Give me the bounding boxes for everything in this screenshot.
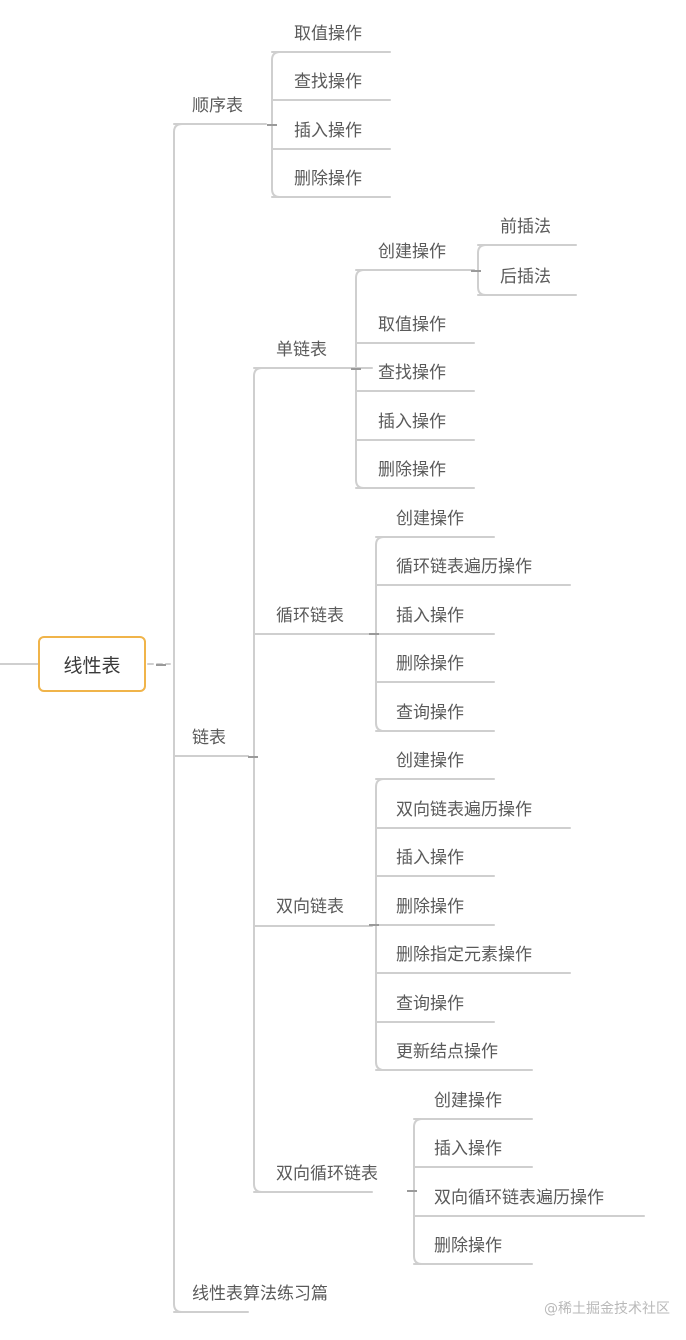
doubly-update-node-op[interactable]: 更新结点操作 bbox=[396, 1042, 498, 1062]
singly-get-op[interactable]: 取值操作 bbox=[378, 315, 446, 335]
sequential-delete-op[interactable]: 删除操作 bbox=[294, 169, 362, 189]
circular-query-op[interactable]: 查询操作 bbox=[396, 703, 464, 723]
singly-tail-insert[interactable]: 后插法 bbox=[500, 267, 551, 287]
doubly-delete-element-op[interactable]: 删除指定元素操作 bbox=[396, 945, 532, 965]
doubly-circular-insert-op[interactable]: 插入操作 bbox=[434, 1139, 502, 1159]
linked-list-collapse-toggle[interactable] bbox=[248, 756, 258, 758]
singly-head-insert[interactable]: 前插法 bbox=[500, 217, 551, 237]
watermark: @稀土掘金技术社区 bbox=[544, 1301, 670, 1317]
sequential-get-op[interactable]: 取值操作 bbox=[294, 24, 362, 44]
doubly-query-op[interactable]: 查询操作 bbox=[396, 994, 464, 1014]
singly-delete-op[interactable]: 删除操作 bbox=[378, 460, 446, 480]
circular-insert-op[interactable]: 插入操作 bbox=[396, 606, 464, 626]
singly-create-op[interactable]: 创建操作 bbox=[378, 242, 446, 262]
branch-linked-list[interactable]: 链表 bbox=[192, 728, 226, 748]
branch-circular-linked-list[interactable]: 循环链表 bbox=[276, 606, 344, 626]
singly-insert-op[interactable]: 插入操作 bbox=[378, 412, 446, 432]
root-node[interactable]: 线性表 bbox=[38, 636, 146, 692]
branch-doubly-linked-list[interactable]: 双向链表 bbox=[276, 897, 344, 917]
sequential-insert-op[interactable]: 插入操作 bbox=[294, 121, 362, 141]
singly-find-op[interactable]: 查找操作 bbox=[378, 363, 446, 383]
doubly-collapse-toggle[interactable] bbox=[369, 924, 379, 926]
doubly-traverse-op[interactable]: 双向链表遍历操作 bbox=[396, 800, 532, 820]
branch-singly-linked-list[interactable]: 单链表 bbox=[276, 340, 327, 360]
sequential-find-op[interactable]: 查找操作 bbox=[294, 72, 362, 92]
circular-collapse-toggle[interactable] bbox=[369, 633, 379, 635]
branch-doubly-circular-linked-list[interactable]: 双向循环链表 bbox=[276, 1164, 378, 1184]
circular-delete-op[interactable]: 删除操作 bbox=[396, 654, 464, 674]
root-collapse-toggle[interactable] bbox=[156, 664, 166, 666]
circular-traverse-op[interactable]: 循环链表遍历操作 bbox=[396, 557, 532, 577]
doubly-delete-op[interactable]: 删除操作 bbox=[396, 897, 464, 917]
doubly-circular-traverse-op[interactable]: 双向循环链表遍历操作 bbox=[434, 1188, 604, 1208]
doubly-circular-create-op[interactable]: 创建操作 bbox=[434, 1091, 502, 1111]
root-label: 线性表 bbox=[63, 654, 121, 677]
singly-create-collapse-toggle[interactable] bbox=[471, 270, 481, 272]
sequential-collapse-toggle[interactable] bbox=[267, 124, 277, 126]
doubly-insert-op[interactable]: 插入操作 bbox=[396, 848, 464, 868]
singly-collapse-toggle[interactable] bbox=[351, 368, 361, 370]
doubly-circular-delete-op[interactable]: 删除操作 bbox=[434, 1236, 502, 1256]
doubly-create-op[interactable]: 创建操作 bbox=[396, 751, 464, 771]
branch-sequential-list[interactable]: 顺序表 bbox=[192, 96, 243, 116]
doubly-circular-collapse-toggle[interactable] bbox=[407, 1190, 417, 1192]
circular-create-op[interactable]: 创建操作 bbox=[396, 509, 464, 529]
branch-algorithm-practice[interactable]: 线性表算法练习篇 bbox=[192, 1284, 328, 1304]
